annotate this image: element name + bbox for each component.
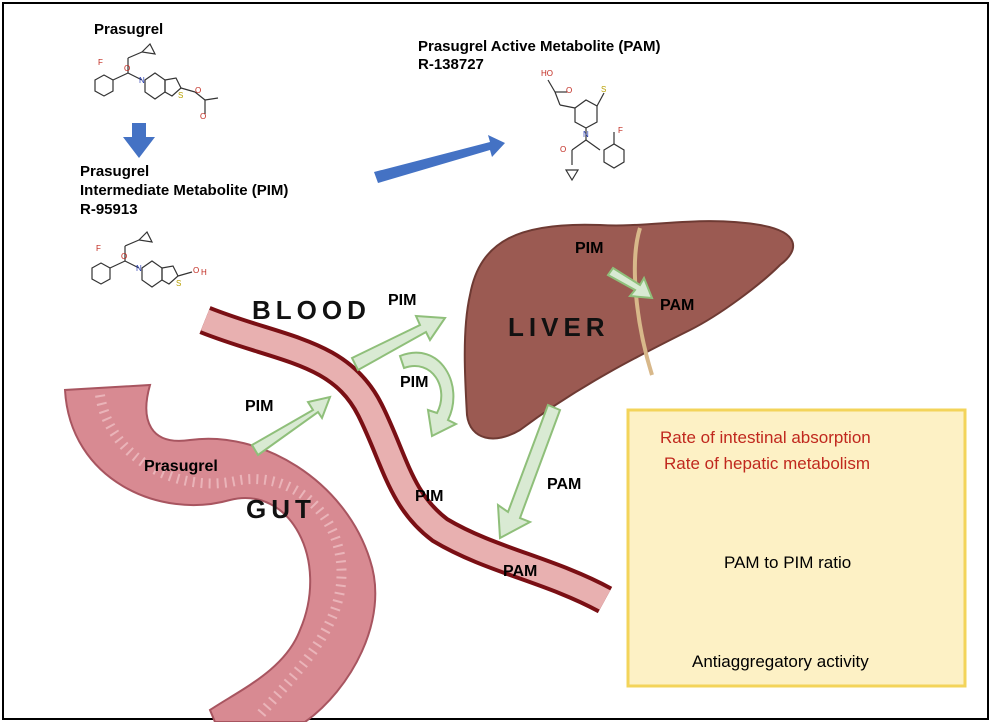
liver-illustration bbox=[463, 220, 795, 440]
blood-vessel bbox=[199, 306, 613, 614]
curved-arrow-liver-to-blood bbox=[398, 351, 459, 438]
box-pam-pim-ratio: PAM to PIM ratio bbox=[724, 553, 852, 572]
liver-label: LIVER bbox=[508, 312, 610, 342]
atom-f-pim: F bbox=[96, 244, 101, 253]
atom-n-pam: N bbox=[583, 130, 589, 139]
blood-pam-label: PAM bbox=[503, 563, 538, 580]
atom-s-prasugrel: S bbox=[178, 91, 184, 100]
atom-ho-pam: HO bbox=[541, 69, 553, 78]
atom-n-prasugrel: N bbox=[139, 76, 145, 85]
atom-n-pim: N bbox=[136, 264, 142, 273]
box-hepatic-metabolism: Rate of hepatic metabolism bbox=[664, 454, 870, 473]
atom-o-prasugrel-ester: O bbox=[195, 86, 202, 95]
gut-prasugrel-label: Prasugrel bbox=[144, 458, 218, 475]
atom-o-pim-hydroxyl: O bbox=[193, 266, 200, 275]
atom-s-pam: S bbox=[601, 85, 607, 94]
green-arrows bbox=[250, 266, 654, 540]
atom-o-pam-ketone: O bbox=[560, 145, 567, 154]
atom-o-pam-acid: O bbox=[566, 86, 573, 95]
blood-pim-upper-label: PIM bbox=[388, 292, 417, 309]
liver-pam-label: PAM bbox=[660, 297, 695, 314]
liver-body bbox=[463, 220, 795, 440]
down-arrow-prasugrel-to-pim bbox=[123, 123, 155, 158]
vessel-lumen bbox=[200, 309, 611, 610]
arrow-pim-to-pam bbox=[374, 135, 505, 183]
arrow-pim-to-pam-liver bbox=[606, 266, 654, 300]
atom-f-pam: F bbox=[618, 126, 623, 135]
liver-pim-label: PIM bbox=[575, 240, 604, 257]
structure-prasugrel bbox=[94, 42, 219, 114]
gut-body bbox=[63, 383, 377, 722]
arrow-gut-to-blood bbox=[250, 395, 332, 457]
blood-pim-lower-label: PIM bbox=[415, 488, 444, 505]
atom-s-pim: S bbox=[176, 279, 182, 288]
gut-illustration bbox=[63, 383, 377, 722]
pim-title-line1: Prasugrel bbox=[80, 163, 150, 180]
gut-pim-label: PIM bbox=[245, 398, 274, 415]
structure-pam bbox=[547, 79, 625, 182]
box-antiaggregatory-activity: Antiaggregatory activity bbox=[692, 652, 869, 671]
atom-f-prasugrel: F bbox=[98, 58, 103, 67]
liver-to-blood-pam-label: PAM bbox=[547, 476, 582, 493]
atom-o-prasugrel-carbonyl: O bbox=[200, 112, 207, 121]
pim-title-line2: Intermediate Metabolite (PIM) bbox=[80, 182, 289, 199]
box-intestinal-absorption: Rate of intestinal absorption bbox=[660, 428, 871, 447]
info-box bbox=[626, 408, 967, 688]
pam-title-line1: Prasugrel Active Metabolite (PAM) bbox=[418, 38, 661, 55]
atom-o-prasugrel-ketone: O bbox=[124, 64, 131, 73]
pam-title-line2: R-138727 bbox=[418, 56, 484, 73]
prasugrel-title: Prasugrel bbox=[94, 21, 164, 38]
structure-pim bbox=[91, 230, 193, 288]
blood-pim-return-label: PIM bbox=[400, 374, 429, 391]
pim-title-line3: R-95913 bbox=[80, 201, 138, 218]
arrow-blood-to-liver bbox=[350, 314, 447, 372]
gut-label: GUT bbox=[246, 494, 316, 524]
blood-label: BLOOD bbox=[252, 295, 371, 325]
atom-h-pim-hydroxyl: H bbox=[201, 268, 207, 277]
atom-o-pim-ketone: O bbox=[121, 252, 128, 261]
arrow-liver-pam-to-blood bbox=[496, 403, 562, 540]
